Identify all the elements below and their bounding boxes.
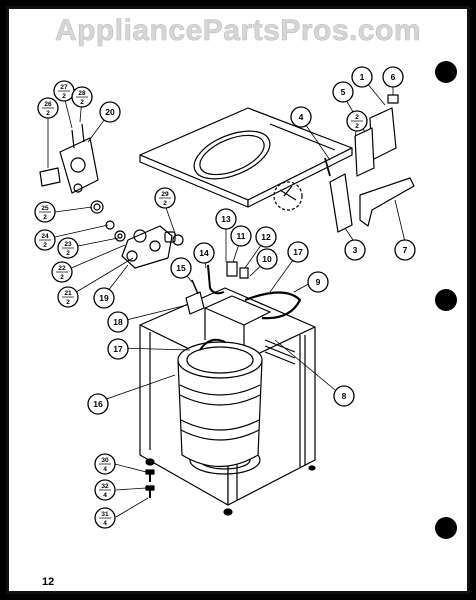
callout-9: 9	[316, 277, 321, 287]
callout-31-qty: 4	[103, 520, 107, 527]
callout-qty-labels: 2 2 26 2 27 2 28 2 25 2 24 2 23 2 22 2 2…	[39, 84, 363, 527]
callout-21-qty: 2	[66, 299, 70, 306]
callout-22-num: 22	[58, 265, 66, 272]
callout-28-num: 28	[78, 90, 86, 97]
callout-25-num: 25	[41, 205, 49, 212]
callout-24-num: 24	[41, 233, 49, 240]
timer-assembly	[39, 123, 99, 194]
inlet-parts	[185, 261, 249, 315]
callout-32-num: 32	[101, 483, 109, 490]
callout-12: 12	[261, 232, 271, 242]
callout-23-qty: 2	[66, 250, 70, 257]
callout-25-qty: 2	[43, 214, 47, 221]
callout-22-qty: 2	[60, 274, 64, 281]
lid-switch-assembly	[273, 94, 415, 233]
callout-23-num: 23	[64, 241, 72, 248]
callout-20: 20	[105, 107, 115, 117]
callout-31-num: 31	[101, 511, 109, 518]
callout-11: 11	[237, 231, 246, 241]
console-bracket	[204, 295, 271, 345]
callout-30-qty: 4	[103, 466, 107, 473]
callout-14: 14	[199, 248, 209, 258]
binder-holes	[435, 61, 457, 539]
tub	[177, 338, 263, 468]
callout-21-num: 21	[64, 290, 72, 297]
callout-5: 5	[341, 87, 346, 97]
screws	[145, 469, 155, 498]
callout-18: 18	[113, 317, 123, 327]
callout-10: 10	[262, 254, 272, 264]
callout-15: 15	[176, 263, 186, 273]
callout-26-num: 26	[44, 101, 52, 108]
callout-2-qty: 2	[355, 123, 359, 130]
fill-hose	[244, 291, 302, 320]
callout-6: 6	[391, 72, 396, 82]
callout-29-qty: 2	[163, 200, 167, 207]
callout-16: 16	[93, 399, 103, 409]
callout-29-num: 29	[161, 191, 169, 198]
water-valve	[121, 225, 176, 269]
callout-labels: 1 6 5 4 3 7 20 19 13 11 12 10 17 9 14 15…	[93, 72, 407, 409]
callout-3: 3	[353, 245, 358, 255]
callout-8: 8	[342, 391, 347, 401]
callout-24-qty: 2	[43, 242, 47, 249]
watermark: AppliancePartsPros.com	[54, 14, 422, 48]
callout-4: 4	[299, 112, 304, 122]
callout-19: 19	[99, 293, 109, 303]
callout-17-left: 17	[113, 344, 123, 354]
callout-1: 1	[360, 72, 365, 82]
callout-32-qty: 4	[103, 492, 107, 499]
callout-28-qty: 2	[80, 99, 84, 106]
callout-30-num: 30	[101, 457, 109, 464]
page-number: 12	[42, 576, 55, 588]
callout-26-qty: 2	[46, 110, 50, 117]
callout-7: 7	[403, 245, 408, 255]
callout-17-top: 17	[293, 247, 303, 257]
callout-27-qty: 2	[62, 93, 66, 100]
callout-13: 13	[221, 214, 231, 224]
callout-27-num: 27	[60, 84, 68, 91]
callout-2-num: 2	[355, 114, 359, 121]
